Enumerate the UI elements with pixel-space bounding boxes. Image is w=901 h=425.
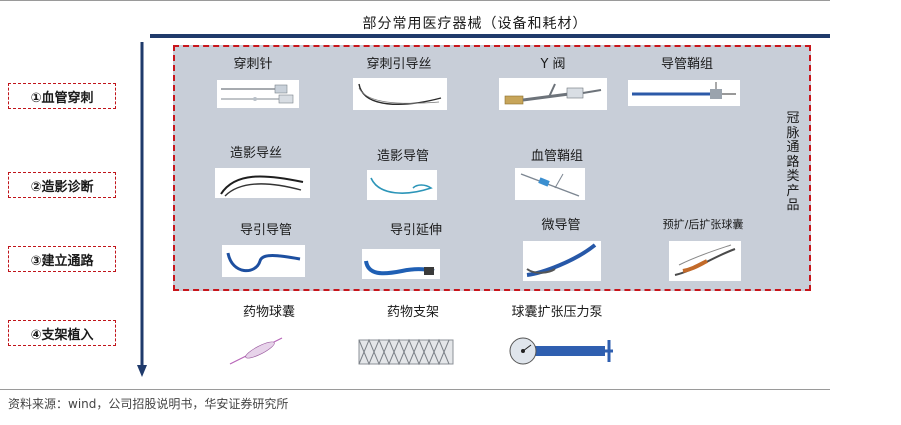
device-label-angiography-guidewire: 造影导丝 — [229, 146, 282, 161]
guiding-catheter-image — [222, 245, 305, 277]
drug-coated-balloon-image — [226, 330, 286, 368]
catheter-sheath-image — [628, 80, 740, 106]
drug-eluting-stent-image — [355, 332, 457, 372]
device-label-dilation-balloon: 预扩/后扩张球囊 — [662, 218, 744, 231]
device-label-guide-extension: 导引延伸 — [389, 223, 442, 238]
device-label-y-valve: Y 阀 — [540, 57, 566, 72]
bottom-rule — [0, 389, 830, 390]
microcatheter-image — [523, 241, 601, 281]
source-note: 资料来源：wind，公司招股说明书，华安证券研究所 — [8, 397, 289, 411]
angiography-guidewire-image — [215, 168, 310, 198]
stage-angiography-diagnosis: ②造影诊断 — [8, 172, 116, 198]
guide-extension-image — [362, 249, 440, 279]
y-valve-image — [499, 78, 607, 110]
group-label: 冠脉通路类产品 — [786, 111, 800, 213]
device-label-drug-eluting-stent: 药物支架 — [386, 305, 439, 320]
stage-vascular-puncture: ①血管穿刺 — [8, 83, 116, 109]
device-label-drug-coated-balloon: 药物球囊 — [242, 305, 295, 320]
device-label-catheter-sheath: 导管鞘组 — [660, 57, 713, 72]
puncture-needle-image — [217, 80, 299, 108]
device-label-angiography-catheter: 造影导管 — [376, 149, 429, 164]
puncture-guidewire-image — [353, 78, 447, 110]
device-label-inflation-pump: 球囊扩张压力泵 — [511, 305, 603, 320]
device-label-guiding-catheter: 导引导管 — [239, 223, 292, 238]
device-label-vascular-sheath: 血管鞘组 — [530, 149, 583, 164]
vascular-sheath-image — [515, 168, 585, 200]
stage-stent-implant: ④支架植入 — [8, 320, 116, 346]
inflation-pump-image — [505, 332, 615, 370]
device-label-microcatheter: 微导管 — [541, 218, 581, 233]
stage-establish-access: ③建立通路 — [8, 246, 116, 272]
header-title: 部分常用医疗器械（设备和耗材） — [362, 16, 588, 32]
dilation-balloon-image — [669, 241, 741, 281]
device-label-puncture-guidewire: 穿刺引导丝 — [366, 57, 432, 72]
header-bar — [150, 34, 830, 38]
process-arrow — [137, 42, 147, 377]
angiography-catheter-image — [367, 170, 437, 200]
device-label-puncture-needle: 穿刺针 — [233, 57, 273, 72]
top-rule — [0, 0, 830, 1]
